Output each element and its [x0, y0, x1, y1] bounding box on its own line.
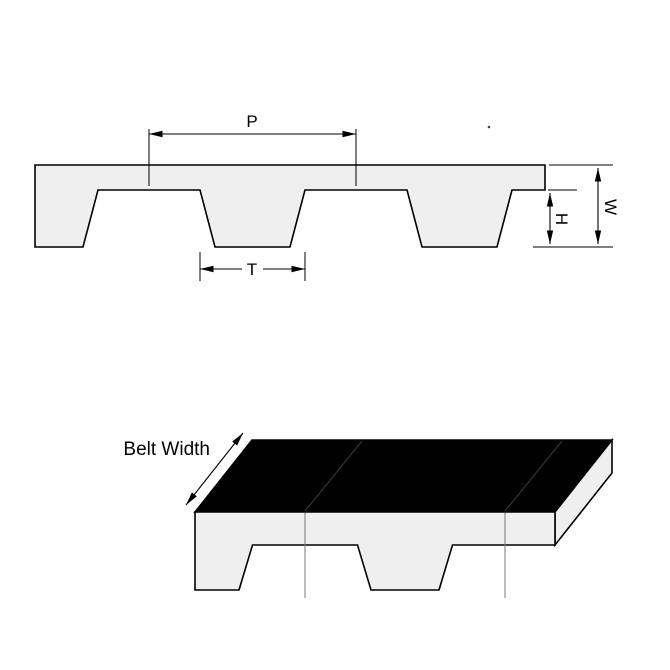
top-seam-line-2: [504, 440, 563, 512]
dimension-tooth-width: T: [199, 252, 306, 281]
top-seam-line-1: [304, 440, 363, 512]
tooth-width-label: T: [247, 260, 257, 279]
pitch-label: P: [246, 112, 257, 131]
small-dot: [487, 125, 491, 129]
belt-top-surface: [193, 439, 614, 513]
belt-perspective-view: Belt Width: [123, 432, 614, 598]
dimension-pitch: P: [148, 112, 357, 186]
tooth-height-label: H: [552, 213, 571, 225]
belt-cross-section: [34, 164, 546, 248]
belt-width-annotation: Belt Width: [123, 432, 244, 506]
belt-cross-section-view: P T H W: [34, 112, 620, 281]
dimension-belt-thickness: W: [549, 164, 620, 244]
belt-width-arrow: [185, 432, 244, 506]
belt-thickness-label: W: [601, 199, 620, 215]
belt-width-label: Belt Width: [123, 439, 210, 460]
belt-front-face: [194, 511, 556, 591]
dimension-tooth-height: H: [533, 189, 613, 248]
